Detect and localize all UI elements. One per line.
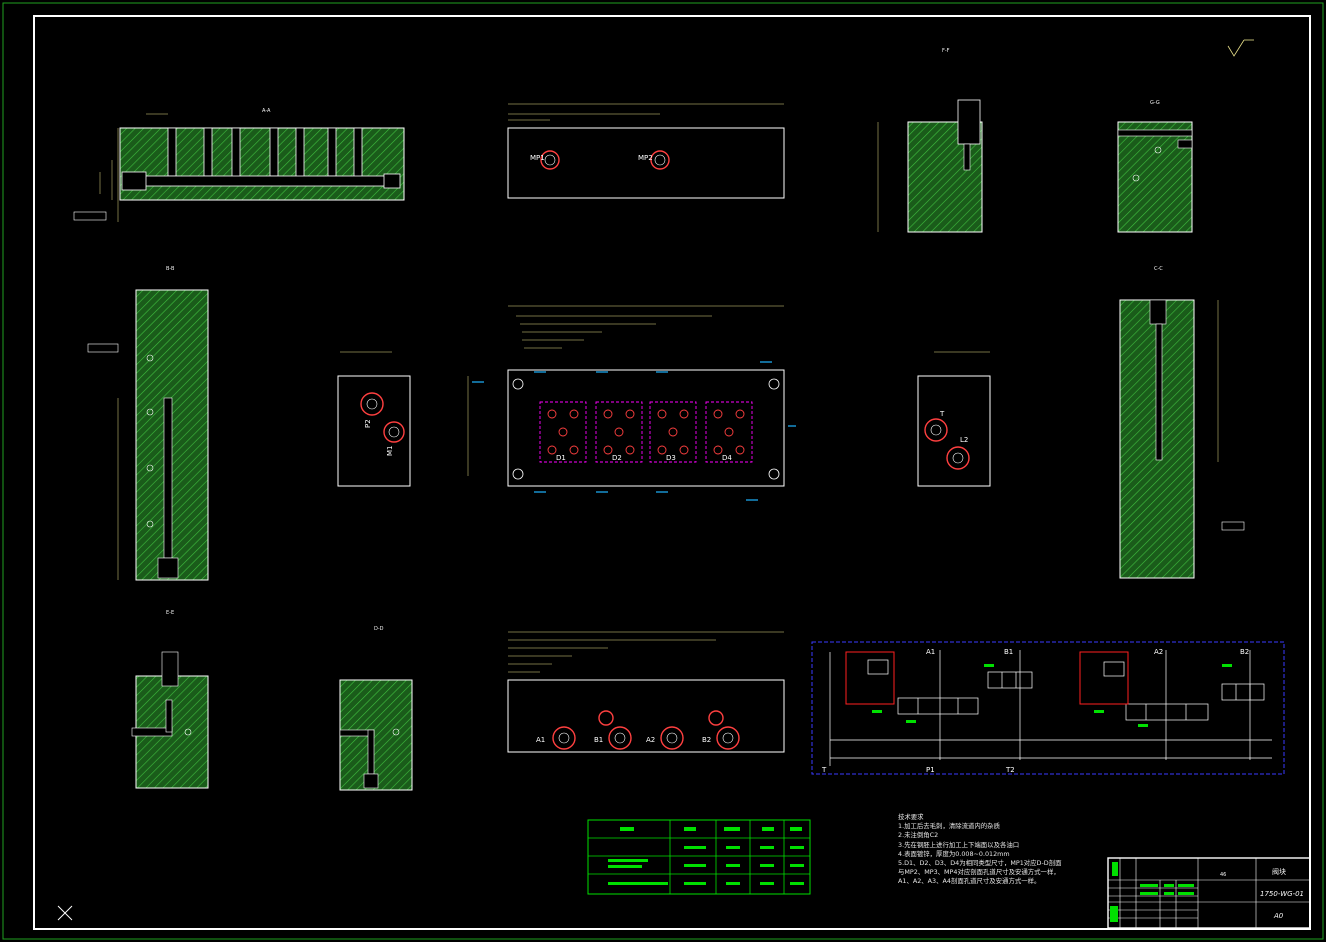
cursor-cross-icon — [57, 905, 73, 921]
valve-station-d2: D2 — [595, 401, 643, 463]
port-label-mp2: MP2 — [638, 154, 653, 162]
section-label-b-b: B-B — [166, 266, 175, 272]
bottom-view: A1 B1 A2 B2 — [507, 631, 785, 753]
port-label-a1: A1 — [536, 736, 545, 744]
schematic-port-t: T — [821, 766, 827, 774]
sheet-size: A0 — [1273, 912, 1284, 920]
section-label-c-c: C-C — [1154, 266, 1163, 272]
section-label-a-a: A-A — [262, 108, 271, 114]
tech-requirement-item: A1、A2、A3、A4剖面孔道尺寸及安通方式一样。 — [898, 877, 1041, 886]
port-label-m1: M1 — [386, 446, 394, 457]
schematic-port-b1: B1 — [1004, 648, 1013, 656]
technical-requirements: 技术要求 1.加工后去毛刺，清除流道内的杂质 2.未注倒角C2 3.先在钢胚上进… — [898, 813, 1108, 887]
drawing-number: 1750-WG-01 — [1260, 890, 1304, 898]
tech-requirement-item: 1.加工后去毛刺，清除流道内的杂质 — [898, 822, 1000, 831]
section-view-f-f: F-F — [877, 48, 983, 233]
title-block: 阀块 1750-WG-01 A0 46 — [1107, 857, 1311, 929]
port-label-mp1: MP1 — [530, 154, 545, 162]
valve-station-d1: D1 — [539, 401, 587, 463]
schematic-port-p1: P1 — [926, 766, 935, 774]
section-label-d-d: D-D — [374, 626, 384, 632]
valve-station-d4: D4 — [705, 401, 753, 463]
right-side-view: T L2 — [917, 351, 991, 487]
valve-label-d2: D2 — [612, 454, 622, 462]
parts-table — [587, 819, 811, 895]
valve-label-d3: D3 — [666, 454, 676, 462]
valve-label-d1: D1 — [556, 454, 566, 462]
tech-requirements-heading: 技术要求 — [898, 813, 924, 821]
section-view-b-b: B-B — [87, 266, 209, 581]
schematic-port-t2: T2 — [1005, 766, 1015, 774]
drawing-title: 阀块 — [1272, 867, 1286, 876]
tech-requirement-item: 4.表面镀锌，厚度为0.008~0.012mm — [898, 849, 1010, 858]
tech-requirement-item: 2.未注倒角C2 — [898, 831, 939, 840]
port-label-p2: P2 — [364, 419, 372, 428]
section-view-c-c: C-C — [1119, 266, 1245, 579]
left-side-view: P2 M1 — [337, 351, 411, 487]
section-view-e-e: E-E — [131, 610, 209, 789]
tech-requirement-item: 5.D1、D2、D3、D4为相同类型尺寸，MP1对应D-D剖面 — [898, 859, 1062, 868]
roughness-symbol-icon — [1227, 39, 1254, 57]
section-arrows — [472, 361, 796, 501]
port-label-b2: B2 — [702, 736, 711, 744]
section-view-g-g: G-G — [1117, 100, 1193, 233]
schematic-port-a1: A1 — [926, 648, 935, 656]
port-label-a2: A2 — [646, 736, 655, 744]
tech-requirement-item: 3.先在钢胚上进行加工上下端面以及各油口 — [898, 840, 1020, 849]
valve-station-d3: D3 — [649, 401, 697, 463]
section-view-a-a: A-A — [73, 108, 405, 222]
port-label-l2: L2 — [960, 436, 968, 444]
port-label-b1: B1 — [594, 736, 603, 744]
top-view: MP1 MP2 — [507, 103, 785, 199]
schematic-port-a2: A2 — [1154, 648, 1163, 656]
port-label-t: T — [939, 410, 945, 418]
scale-mark: 46 — [1220, 872, 1226, 878]
hydraulic-schematic: A1 B1 A2 B2 T P1 T2 — [811, 641, 1285, 775]
section-view-d-d: D-D — [339, 626, 413, 791]
drawing-frame — [33, 15, 1311, 930]
valve-label-d4: D4 — [722, 454, 732, 462]
section-label-e-e: E-E — [166, 610, 174, 616]
section-label-f-f: F-F — [942, 48, 950, 54]
schematic-port-b2: B2 — [1240, 648, 1249, 656]
tech-requirement-item: 与MP2、MP3、MP4对应剖面孔道尺寸及安通方式一样， — [898, 868, 1060, 877]
section-label-g-g: G-G — [1150, 100, 1160, 106]
main-front-view: D1 D2 D3 D4 — [467, 305, 796, 501]
